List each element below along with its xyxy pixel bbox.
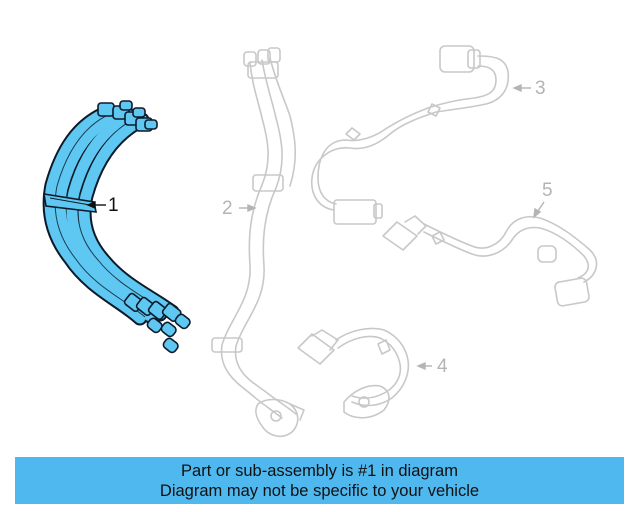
callout-3-label: 3 bbox=[535, 78, 546, 99]
part-1-hose-assembly[interactable] bbox=[42, 100, 192, 354]
callout-4-label: 4 bbox=[437, 356, 448, 377]
parts-diagram bbox=[42, 45, 598, 438]
part-2-hose[interactable] bbox=[211, 47, 305, 438]
part-3-hose[interactable] bbox=[310, 45, 510, 225]
callout-2-leader bbox=[239, 203, 257, 213]
callout-1-label: 1 bbox=[108, 195, 119, 216]
banner-line-2: Diagram may not be specific to your vehi… bbox=[159, 481, 480, 500]
callout-5-leader bbox=[533, 201, 545, 219]
callout-4-leader bbox=[416, 361, 432, 371]
callout-1-leader bbox=[86, 200, 106, 210]
info-banner: Part or sub-assembly is #1 in diagram Di… bbox=[15, 457, 624, 504]
callout-5-label: 5 bbox=[542, 180, 553, 201]
callout-2-label: 2 bbox=[222, 198, 233, 219]
callout-3-leader bbox=[512, 83, 531, 93]
part-5-hose[interactable] bbox=[382, 215, 598, 307]
part-4-hose[interactable] bbox=[297, 327, 410, 419]
banner-line-1: Part or sub-assembly is #1 in diagram bbox=[181, 461, 458, 480]
